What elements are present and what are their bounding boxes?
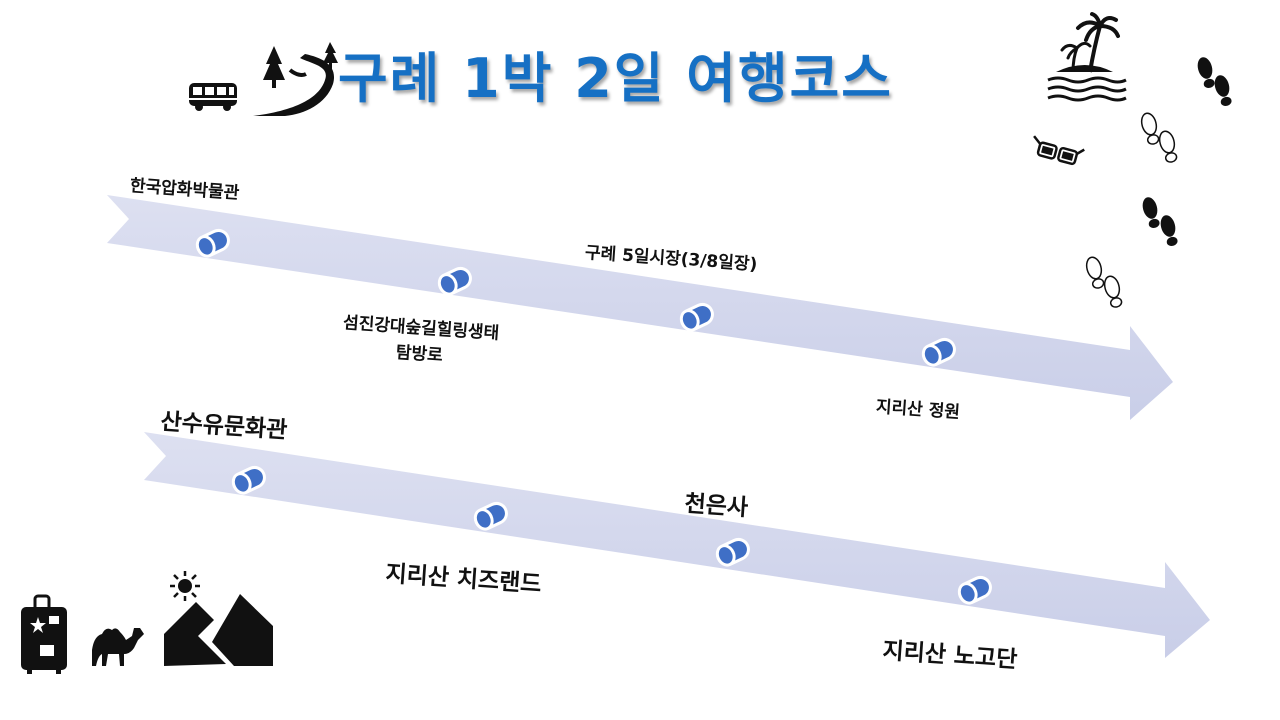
footprints-outline-icon bbox=[1085, 256, 1123, 308]
day1-stop-label-2: 섬진강대숲길힐링생태 탐방로 bbox=[340, 310, 500, 373]
day2-stop-marker-2 bbox=[473, 501, 508, 531]
island-palm-icon bbox=[1047, 12, 1127, 102]
day2-stop-marker-4 bbox=[957, 575, 992, 605]
footprints-outline-icon bbox=[1140, 112, 1178, 163]
day1-stop-marker-3 bbox=[679, 302, 714, 332]
page-title: 구례 1박 2일 여행코스 bbox=[338, 47, 893, 110]
suitcase-icon bbox=[21, 594, 67, 674]
day1-stop-marker-4 bbox=[921, 337, 956, 367]
footprints-icon bbox=[1197, 57, 1232, 107]
day1-stop-marker-1 bbox=[195, 228, 230, 258]
day1-route-arrow bbox=[107, 195, 1173, 420]
bus-icon bbox=[189, 83, 237, 111]
day2-stop-label-3: 천은사 bbox=[683, 490, 749, 522]
footprints-icon bbox=[1142, 197, 1178, 247]
sun-icon bbox=[170, 571, 200, 601]
day1-stop-marker-2 bbox=[437, 266, 472, 296]
3d-glasses-icon bbox=[1033, 135, 1085, 166]
camel-icon bbox=[92, 628, 144, 666]
mountains-icon bbox=[164, 594, 273, 666]
road-trees-icon bbox=[253, 42, 338, 116]
day2-route-arrow bbox=[144, 432, 1210, 658]
day2-stop-marker-1 bbox=[231, 465, 266, 495]
day2-stop-marker-3 bbox=[715, 537, 750, 567]
